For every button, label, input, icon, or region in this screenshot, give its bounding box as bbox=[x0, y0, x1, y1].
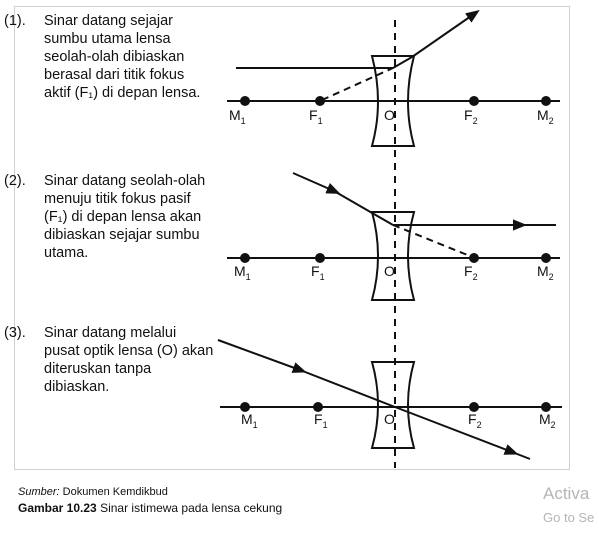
point-f1-2 bbox=[315, 253, 325, 263]
label-m2-2: M2 bbox=[537, 263, 554, 282]
rule-3-description: (3). Sinar datang melalui pusat optik len… bbox=[4, 324, 214, 396]
labels-2: M1 F1 O F2 M2 bbox=[234, 263, 554, 282]
label-m2-1: M2 bbox=[537, 107, 554, 126]
point-f1-3 bbox=[313, 402, 323, 412]
incident-ray-3a bbox=[217, 339, 307, 373]
rule-1-number: (1). bbox=[4, 13, 26, 29]
point-m1-1 bbox=[240, 96, 250, 106]
labels-3: M1 F1 O F2 M2 bbox=[241, 411, 556, 430]
rule-2-number: (2). bbox=[4, 173, 26, 189]
diagram-1: M1 F1 O F2 M2 bbox=[227, 10, 560, 147]
point-m2-2 bbox=[541, 253, 551, 263]
label-m2-3: M2 bbox=[539, 411, 556, 430]
point-m1-2 bbox=[240, 253, 250, 263]
label-f2-1: F2 bbox=[464, 107, 478, 126]
point-f2-2 bbox=[469, 253, 479, 263]
source-label: Sumber: bbox=[18, 486, 60, 498]
point-m1-3 bbox=[240, 402, 250, 412]
rule-1-description: (1). Sinar datang sejajar sumbu utama len… bbox=[4, 12, 214, 102]
label-o-1: O bbox=[384, 107, 395, 123]
refracted-ray-1b bbox=[411, 10, 480, 58]
caption-label: Gambar 10.23 bbox=[18, 501, 97, 515]
point-m2-3 bbox=[541, 402, 551, 412]
rule-2-text: Sinar datang seolah-olah menuju titik fo… bbox=[44, 173, 206, 261]
labels-1: M1 F1 O F2 M2 bbox=[229, 107, 554, 126]
virtual-extension-2 bbox=[392, 224, 471, 257]
activation-watermark-line1: Activa bbox=[543, 484, 590, 503]
caption-text: Sinar istimewa pada lensa cekung bbox=[100, 501, 283, 515]
diagram-2: M1 F1 O F2 M2 bbox=[227, 172, 560, 301]
rule-2-description: (2). Sinar datang seolah-olah menuju titi… bbox=[4, 172, 214, 262]
label-f2-2: F2 bbox=[464, 263, 478, 282]
label-o-3: O bbox=[384, 411, 395, 427]
refracted-ray-1a bbox=[392, 56, 413, 69]
concave-lens-3 bbox=[370, 361, 416, 449]
label-f2-3: F2 bbox=[468, 411, 482, 430]
figure-source: Sumber: Dokumen Kemdikbud bbox=[18, 486, 168, 498]
point-f2-3 bbox=[469, 402, 479, 412]
activation-watermark-line2: Go to Se bbox=[543, 510, 595, 525]
diagram-frame bbox=[14, 6, 570, 470]
incident-ray-2a bbox=[292, 172, 341, 194]
point-m2-1 bbox=[541, 96, 551, 106]
point-f2-1 bbox=[469, 96, 479, 106]
rule-3-number: (3). bbox=[4, 325, 26, 341]
virtual-extension-1 bbox=[321, 67, 394, 101]
transmitted-ray-3a bbox=[394, 406, 519, 455]
incident-ray-3b bbox=[299, 369, 396, 408]
label-m1-1: M1 bbox=[229, 107, 246, 126]
diagram-3: M1 F1 O F2 M2 bbox=[217, 339, 562, 460]
label-o-2: O bbox=[384, 263, 395, 279]
source-text: Dokumen Kemdikbud bbox=[62, 486, 168, 498]
label-f1-2: F1 bbox=[311, 263, 325, 282]
rule-1-text: Sinar datang sejajar sumbu utama lensa s… bbox=[44, 13, 201, 101]
label-m1-3: M1 bbox=[241, 411, 258, 430]
figure-caption: Gambar 10.23 Sinar istimewa pada lensa c… bbox=[18, 501, 282, 515]
concave-lens-1 bbox=[370, 55, 416, 147]
label-m1-2: M1 bbox=[234, 263, 251, 282]
rule-3-text: Sinar datang melalui pusat optik lensa (… bbox=[44, 325, 214, 395]
point-f1-1 bbox=[315, 96, 325, 106]
transmitted-ray-3b bbox=[511, 451, 531, 460]
incident-ray-2b bbox=[333, 190, 394, 226]
label-f1-3: F1 bbox=[314, 411, 328, 430]
label-f1-1: F1 bbox=[309, 107, 323, 126]
